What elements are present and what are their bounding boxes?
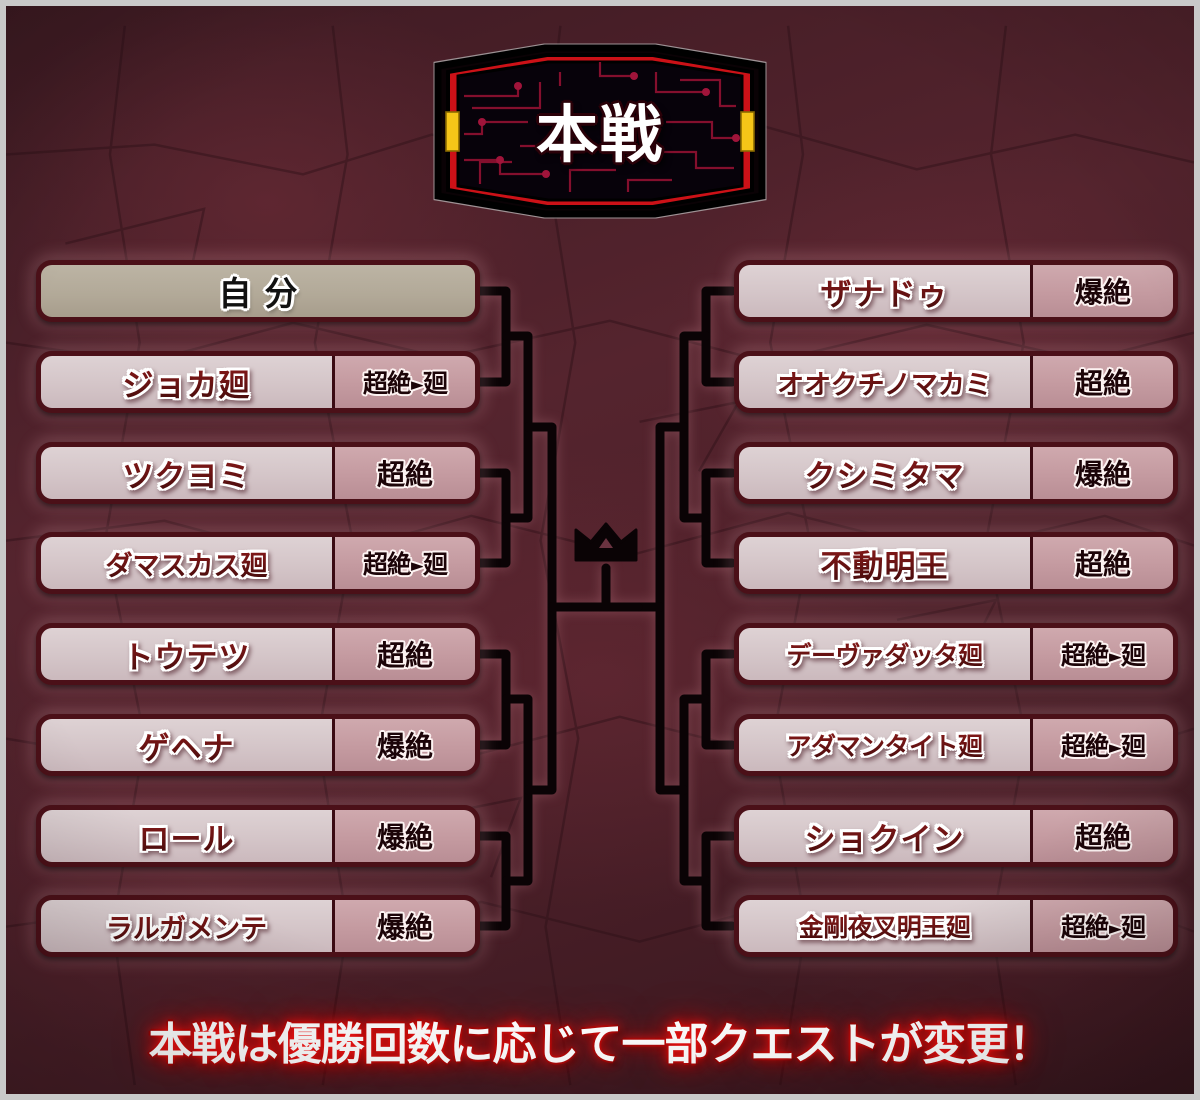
row-name-label: デーヴァダッタ廻 — [786, 636, 983, 672]
row-name-label: トウテツ — [123, 632, 251, 677]
row-name-label: ダマスカス廻 — [106, 544, 268, 583]
row-name-label: オオクチノマカミ — [777, 363, 992, 402]
row-name-label: ラルガメンテ — [106, 907, 267, 946]
row-difficulty-label: 爆絶 — [1074, 276, 1131, 309]
row-difficulty-badge: 爆絶 — [332, 810, 475, 862]
row-name-cell: トウテツ — [41, 628, 332, 680]
row-difficulty-badge: 爆絶 — [1030, 265, 1173, 317]
row-name-cell: ツクヨミ — [41, 447, 332, 499]
row-difficulty-badge: 超絶►廻 — [1030, 719, 1173, 771]
row-difficulty-label: 超絶►廻 — [1060, 732, 1146, 761]
header-banner: 本戦 — [420, 42, 780, 220]
bracket-row-left-1[interactable]: 自分 — [36, 260, 480, 322]
row-name-label: 金剛夜叉明王廻 — [799, 908, 971, 944]
row-difficulty-badge: 超絶►廻 — [332, 356, 475, 408]
row-difficulty-badge: 爆絶 — [332, 719, 475, 771]
bracket-row-right-2[interactable]: オオクチノマカミ 超絶 — [734, 351, 1178, 413]
row-name-label: ロール — [139, 814, 235, 859]
row-difficulty-label: 爆絶 — [376, 821, 433, 854]
row-name-label: アダマンタイト廻 — [786, 727, 983, 763]
row-name-label: 不動明王 — [821, 541, 949, 586]
row-name-cell: ショクイン — [739, 810, 1030, 862]
row-name-cell: アダマンタイト廻 — [739, 719, 1030, 771]
bracket-row-left-5[interactable]: トウテツ 超絶 — [36, 623, 480, 685]
bracket-row-right-7[interactable]: ショクイン 超絶 — [734, 805, 1178, 867]
row-name-cell: ラルガメンテ — [41, 900, 332, 952]
row-difficulty-label: 爆絶 — [376, 911, 433, 944]
row-name-cell: ゲヘナ — [41, 719, 332, 771]
row-name-label: ザナドゥ — [821, 269, 949, 314]
footer-note: 本戦は優勝回数に応じて一部クエストが変更！ — [148, 1019, 1053, 1070]
row-name-cell: ジョカ廻 — [41, 356, 332, 408]
row-name-cell: ロール — [41, 810, 332, 862]
row-difficulty-label: 超絶►廻 — [362, 369, 448, 398]
row-name-cell: 自分 — [41, 265, 475, 317]
row-name-cell: クシミタマ — [739, 447, 1030, 499]
bracket-row-left-4[interactable]: ダマスカス廻 超絶►廻 — [36, 532, 480, 594]
row-name-cell: デーヴァダッタ廻 — [739, 628, 1030, 680]
row-difficulty-label: 超絶 — [1074, 821, 1131, 854]
row-difficulty-badge: 超絶►廻 — [332, 537, 475, 589]
bracket-row-left-2[interactable]: ジョカ廻 超絶►廻 — [36, 351, 480, 413]
row-difficulty-label: 超絶►廻 — [1060, 641, 1146, 670]
row-name-label: クシミタマ — [805, 451, 965, 496]
bracket-row-left-3[interactable]: ツクヨミ 超絶 — [36, 442, 480, 504]
row-difficulty-label: 超絶 — [376, 639, 433, 672]
row-name-cell: ザナドゥ — [739, 265, 1030, 317]
row-name-cell: オオクチノマカミ — [739, 356, 1030, 408]
bracket-row-left-8[interactable]: ラルガメンテ 爆絶 — [36, 895, 480, 957]
row-name-label: ジョカ廻 — [123, 360, 251, 405]
row-name-label: ゲヘナ — [139, 723, 235, 768]
row-difficulty-badge: 爆絶 — [1030, 447, 1173, 499]
bracket-row-right-5[interactable]: デーヴァダッタ廻 超絶►廻 — [734, 623, 1178, 685]
row-name-cell: 不動明王 — [739, 537, 1030, 589]
bracket-row-right-6[interactable]: アダマンタイト廻 超絶►廻 — [734, 714, 1178, 776]
row-difficulty-label: 爆絶 — [376, 730, 433, 763]
row-name-cell: 金剛夜叉明王廻 — [739, 900, 1030, 952]
row-name-label: 自分 — [218, 274, 311, 313]
row-difficulty-badge: 超絶 — [1030, 810, 1173, 862]
row-difficulty-badge: 超絶 — [332, 628, 475, 680]
bracket-row-right-8[interactable]: 金剛夜叉明王廻 超絶►廻 — [734, 895, 1178, 957]
row-name-label: ツクヨミ — [123, 451, 251, 496]
row-difficulty-label: 超絶 — [1074, 367, 1131, 400]
bracket-row-right-1[interactable]: ザナドゥ 爆絶 — [734, 260, 1178, 322]
row-difficulty-label: 爆絶 — [1074, 458, 1131, 491]
row-difficulty-badge: 超絶 — [332, 447, 475, 499]
row-name-label: ショクイン — [805, 814, 965, 859]
row-name-cell: ダマスカス廻 — [41, 537, 332, 589]
row-difficulty-label: 超絶►廻 — [362, 550, 448, 579]
row-difficulty-badge: 超絶►廻 — [1030, 900, 1173, 952]
row-difficulty-label: 超絶►廻 — [1060, 913, 1146, 942]
page-title: 本戦 — [535, 98, 664, 172]
row-difficulty-badge: 超絶 — [1030, 356, 1173, 408]
bracket-row-left-7[interactable]: ロール 爆絶 — [36, 805, 480, 867]
row-difficulty-badge: 超絶 — [1030, 537, 1173, 589]
bracket-row-right-4[interactable]: 不動明王 超絶 — [734, 532, 1178, 594]
row-difficulty-label: 超絶 — [1074, 548, 1131, 581]
bracket-row-right-3[interactable]: クシミタマ 爆絶 — [734, 442, 1178, 504]
row-difficulty-label: 超絶 — [376, 458, 433, 491]
row-difficulty-badge: 爆絶 — [332, 900, 475, 952]
bracket-row-left-6[interactable]: ゲヘナ 爆絶 — [36, 714, 480, 776]
row-difficulty-badge: 超絶►廻 — [1030, 628, 1173, 680]
